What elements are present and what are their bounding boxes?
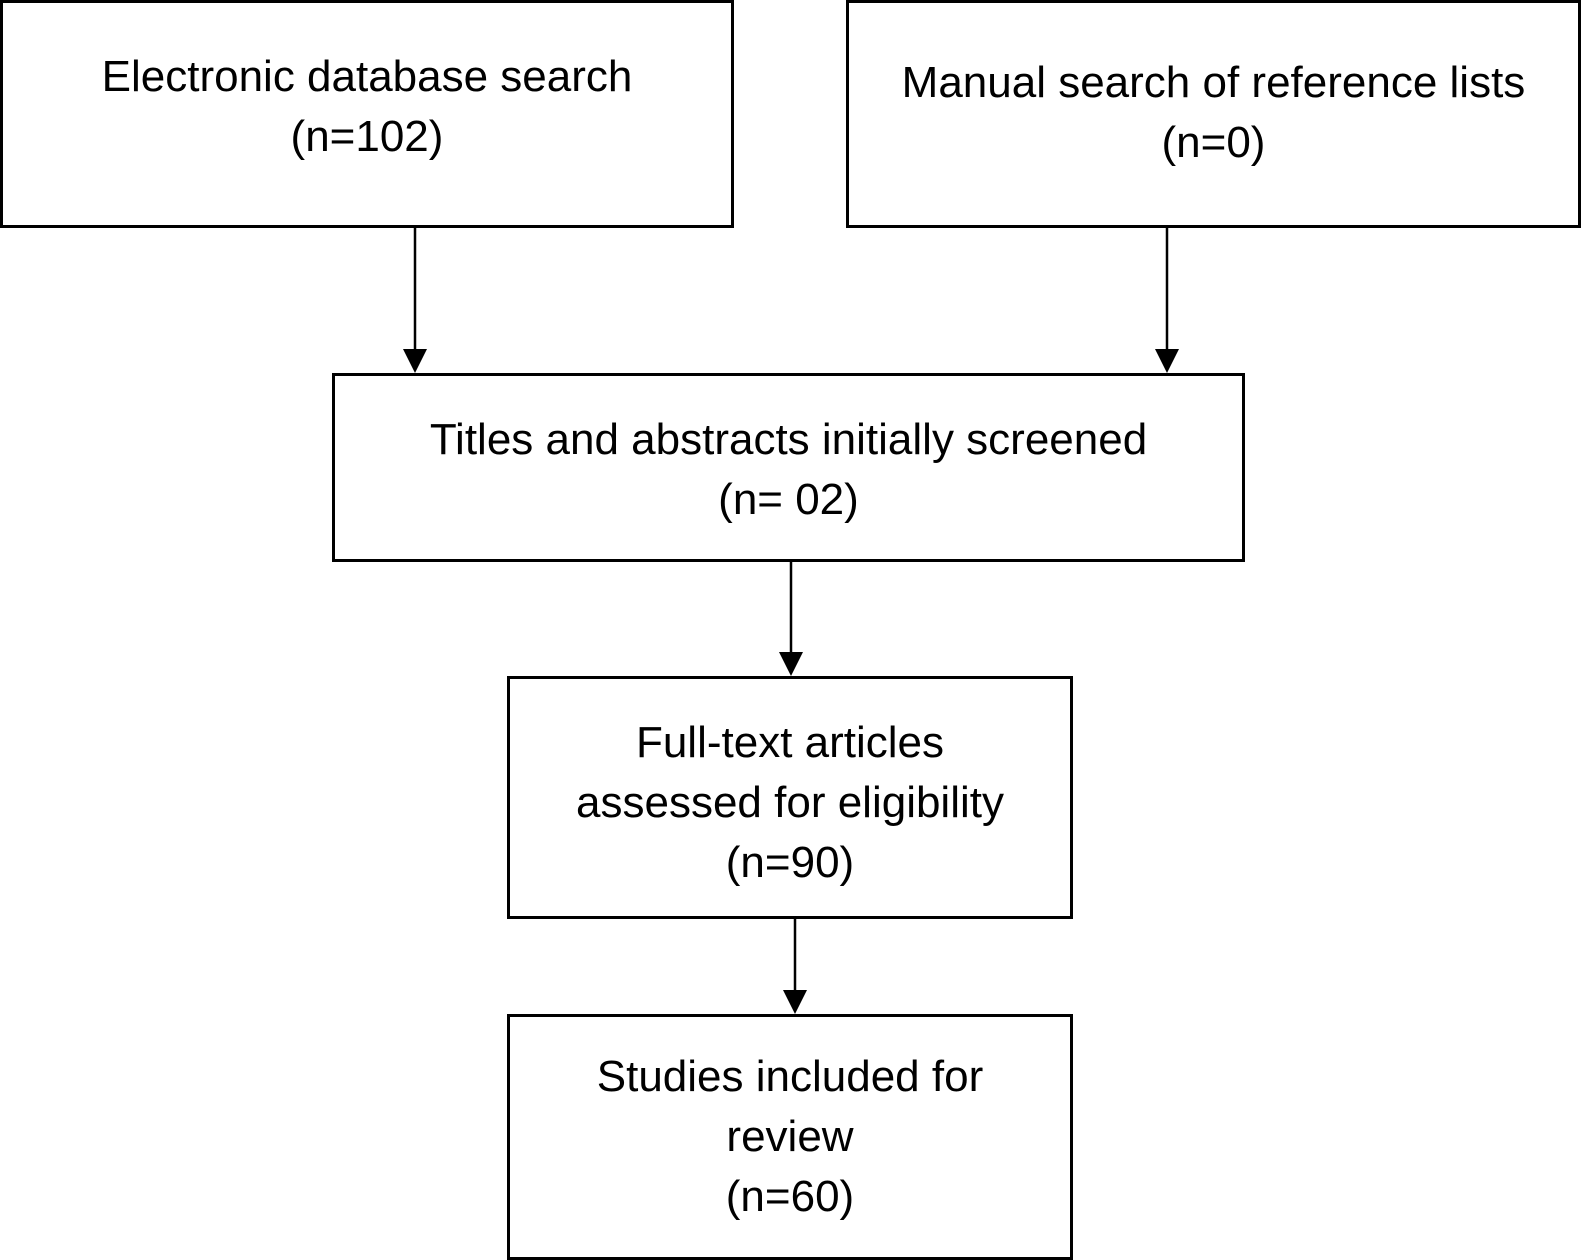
box-title-line1: Studies included for [596, 1052, 984, 1101]
full-text-assessed-box: Full-text articles assessed for eligibil… [507, 676, 1073, 919]
electronic-database-search-box: Electronic database search (n=102) [0, 0, 734, 228]
box-title-line1: Full-text articles [635, 718, 945, 767]
arrow-database-to-screened [403, 226, 427, 373]
box-count: (n=90) [725, 838, 855, 887]
box-title: Electronic database search [101, 52, 633, 101]
arrow-screened-to-fulltext [779, 562, 803, 676]
arrow-manual-to-screened [1155, 226, 1179, 373]
box-count: (n=102) [290, 112, 444, 161]
studies-included-box: Studies included for review (n=60) [507, 1014, 1073, 1260]
arrow-fulltext-to-included [783, 919, 807, 1014]
box-title-line2: assessed for eligibility [576, 778, 1004, 827]
manual-search-box: Manual search of reference lists (n=0) [846, 0, 1581, 228]
box-title: Manual search of reference lists [901, 58, 1526, 107]
titles-abstracts-screened-box: Titles and abstracts initially screened … [332, 373, 1245, 562]
box-count: (n= 02) [718, 475, 859, 524]
box-title: Titles and abstracts initially screened [429, 415, 1148, 464]
box-title-line2: review [726, 1112, 854, 1161]
box-count: (n=60) [725, 1172, 855, 1221]
box-count: (n=0) [1161, 118, 1266, 167]
